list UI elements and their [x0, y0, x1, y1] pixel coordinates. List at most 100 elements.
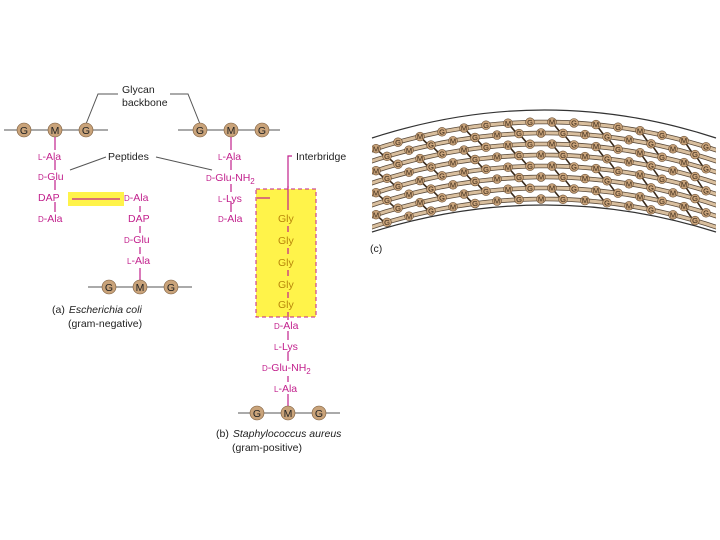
sugar-letter: G: [703, 142, 709, 151]
sugar-ball: [558, 150, 568, 161]
sugar-letter: G: [472, 133, 478, 142]
sugar-ball: [525, 117, 535, 127]
sugar-g-ball: [249, 405, 265, 421]
sugar-letter: G: [692, 216, 698, 225]
peptides-pointer-left: [69, 156, 107, 171]
sugar-ball: [426, 184, 436, 194]
sugar-ball: [679, 179, 689, 190]
a-left-residue-3: DAP: [38, 192, 60, 204]
sugar-ball: [459, 189, 469, 199]
sugar-ball: [503, 140, 513, 150]
sugar-ball: [514, 150, 524, 161]
sugar-ball: [437, 193, 447, 203]
sugar-g-label: G: [315, 408, 323, 420]
sugar-letter: M: [417, 176, 423, 185]
sugar-g-ball: [192, 122, 208, 138]
sugar-ball: [536, 128, 546, 138]
sugar-letter: G: [516, 129, 522, 138]
sugar-letter: M: [593, 120, 599, 129]
sugar-letter: M: [494, 153, 500, 162]
sugar-ball: [657, 196, 667, 206]
sugar-letter: G: [659, 153, 665, 162]
sugar-ball: [525, 139, 535, 149]
sugar-ball: [393, 137, 403, 147]
sugar-letter: M: [538, 151, 544, 160]
glycine-bridge: Gly Gly Gly Gly Gly: [278, 213, 295, 311]
sugar-letter: G: [439, 127, 445, 136]
sugar-ball: [382, 195, 392, 206]
sugar-letter: G: [384, 174, 390, 183]
sugar-letter: M: [505, 163, 511, 172]
sugar-ball: [470, 154, 480, 165]
sugar-letter: G: [560, 129, 566, 138]
sugar-m-ball: [280, 405, 296, 421]
sugar-letter: G: [648, 139, 654, 148]
sugar-letter: M: [373, 188, 379, 197]
sugar-g-ball: [78, 122, 94, 138]
sugar-letter: G: [615, 123, 621, 132]
sugar-ball: [415, 131, 425, 142]
sugar-ball: [514, 172, 524, 183]
b-bottom-residue-4: L-Ala: [274, 383, 297, 395]
sugar-ball: [459, 167, 469, 177]
sugar-letter: M: [538, 195, 544, 204]
sugar-ball: [701, 142, 711, 152]
sugar-g-ball: [101, 279, 117, 295]
sugar-letter: M: [670, 210, 676, 219]
sugar-ball: [547, 183, 557, 193]
sugar-ball: [580, 151, 590, 162]
sugar-ball: [635, 170, 645, 180]
sugar-ball: [492, 174, 502, 184]
sugar-ball: [503, 162, 513, 172]
sugar-ball: [372, 144, 381, 154]
a-left-chain: L-Ala D-Glu DAP D-Ala: [38, 151, 64, 225]
sugar-ball: [580, 195, 590, 206]
glycan-label: Glycan: [122, 84, 155, 96]
glycine-bridge-box: [255, 188, 317, 318]
sugar-ball: [613, 122, 623, 132]
sugar-ball: [372, 210, 381, 220]
sugar-ball: [657, 152, 667, 162]
sugar-letter: G: [571, 119, 577, 128]
sugar-letter: M: [670, 188, 676, 197]
sugar-ball: [547, 117, 557, 127]
sugar-ball: [459, 123, 469, 133]
sugar-letter: M: [681, 158, 687, 167]
sugar-letter: M: [538, 173, 544, 182]
b-top-chain: L-Ala D-Glu-NH2 L-Lys D-Ala: [206, 151, 255, 225]
glycine-1: Gly: [278, 213, 295, 225]
sugar-ball: [679, 135, 689, 146]
sugar-ball: [569, 184, 579, 194]
sugar-letter: M: [549, 140, 555, 149]
b-bottom-chain: D-Ala L-Lys D-Glu-NH2 L-Ala: [262, 320, 311, 395]
interbridge-label: Interbridge: [296, 151, 346, 163]
sugar-letter: M: [626, 201, 632, 210]
sugar-m-label: M: [227, 125, 236, 137]
sugar-g-label: G: [82, 125, 90, 137]
sugar-ball: [591, 185, 601, 196]
sugar-letter: G: [472, 177, 478, 186]
sugar-letter: M: [549, 162, 555, 171]
sugar-ball: [393, 203, 403, 213]
sugar-ball: [635, 148, 645, 158]
sugar-letter: M: [505, 141, 511, 150]
sugar-ball: [635, 125, 645, 136]
sugar-letter: G: [648, 183, 654, 192]
sugar-ball: [382, 173, 392, 184]
sugar-ball: [624, 135, 634, 145]
sugar-ball: [679, 201, 689, 212]
sugar-ball: [690, 149, 700, 160]
sugar-ball: [492, 152, 502, 162]
sugar-ball: [569, 118, 579, 128]
sugar-letter: M: [582, 152, 588, 161]
sugar-ball: [492, 196, 502, 206]
sugar-ball: [668, 188, 678, 198]
sugar-letter: M: [582, 196, 588, 205]
sugar-ball: [690, 215, 700, 226]
peptides-pointer-right: [155, 156, 213, 171]
sugar-g-ball: [311, 405, 327, 421]
glycan-row-a-top: G M G: [4, 122, 108, 138]
sugar-letter: G: [571, 163, 577, 172]
sugar-ball: [481, 186, 491, 196]
